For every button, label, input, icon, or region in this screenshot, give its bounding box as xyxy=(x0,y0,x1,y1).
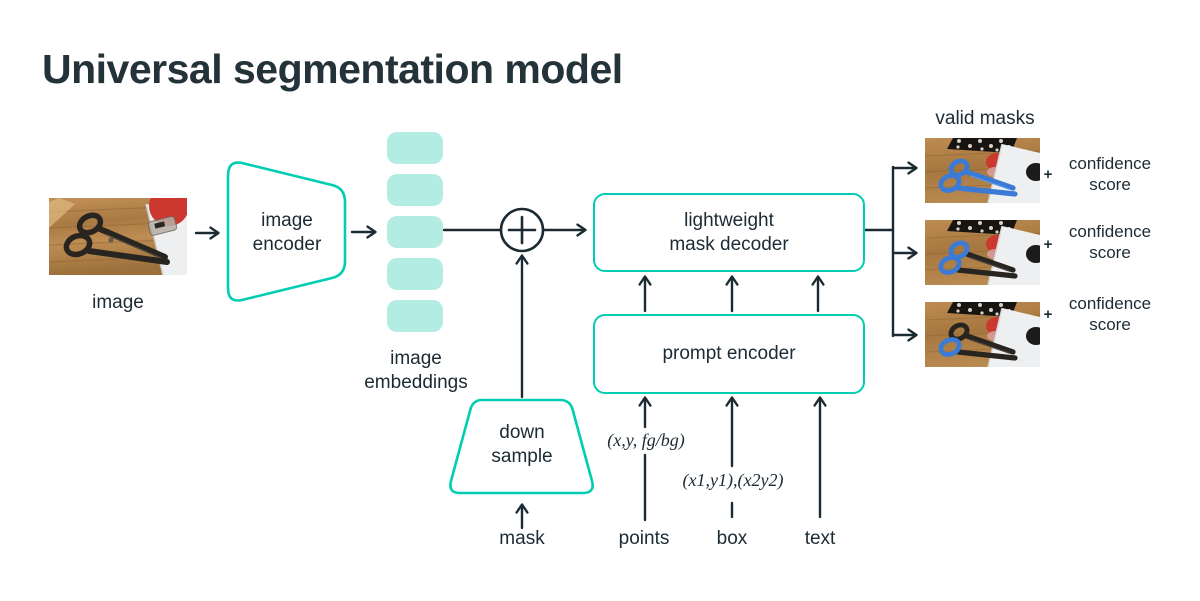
input-photo xyxy=(49,198,187,275)
confidence-score-label: confidence score xyxy=(1068,222,1152,262)
valid-masks-heading: valid masks xyxy=(935,108,1035,129)
paper xyxy=(987,307,1040,367)
page-title: Universal segmentation model xyxy=(42,46,623,92)
embedding-block xyxy=(387,216,443,248)
box-input-label: box xyxy=(716,528,748,549)
scissors-blades-dark xyxy=(955,251,1018,279)
polka-dot-fabric xyxy=(947,138,1017,153)
text-input-label: text xyxy=(804,528,836,549)
plus-sign: + xyxy=(1043,166,1053,183)
confidence-score-label: confidence score xyxy=(1068,154,1152,194)
image-embeddings-label: image embeddings xyxy=(364,348,468,393)
plus-sign: + xyxy=(1043,236,1053,253)
box-format-annotation: (x1,y1),(x2y2) xyxy=(682,470,784,490)
scissors xyxy=(63,212,170,265)
scissors-handle-masked xyxy=(938,337,962,357)
image-encoder-label: image encoder xyxy=(252,210,322,255)
embedding-block xyxy=(387,300,443,332)
points-format-annotation: (x,y, fg/bg) xyxy=(607,430,685,450)
plus-sign: + xyxy=(1043,306,1053,323)
red-object xyxy=(149,198,187,226)
scissors-masked xyxy=(938,158,1018,197)
embedding-block xyxy=(387,132,443,164)
polka-dot-fabric xyxy=(947,302,1017,317)
embedding-block xyxy=(387,258,443,290)
confidence-score-label: confidence score xyxy=(1068,294,1152,334)
scissors-rest-dark xyxy=(948,322,1018,361)
valid-mask-photo-2 xyxy=(925,220,1040,285)
points-input-label: points xyxy=(618,528,670,549)
paper xyxy=(987,143,1040,203)
embedding-block xyxy=(387,174,443,206)
light-streak xyxy=(49,198,75,228)
down-sample-label: down sample xyxy=(491,422,553,467)
prompt-encoder-box: prompt encoder xyxy=(593,314,865,394)
prompt-encoder-label: prompt encoder xyxy=(662,343,796,364)
valid-mask-photo-1 xyxy=(925,138,1040,203)
mask-decoder-box: lightweight mask decoder xyxy=(593,193,865,272)
valid-mask-photo-3 xyxy=(925,302,1040,367)
mask-input-label: mask xyxy=(499,528,545,549)
scissors-handles-masked xyxy=(938,240,970,275)
image-encoder-shape xyxy=(226,161,347,302)
paper xyxy=(987,225,1040,285)
input-image-label: image xyxy=(92,292,144,313)
sum-operator-icon xyxy=(499,207,545,253)
down-sample-shape xyxy=(449,398,594,495)
mask-decoder-label: lightweight mask decoder xyxy=(669,209,789,255)
